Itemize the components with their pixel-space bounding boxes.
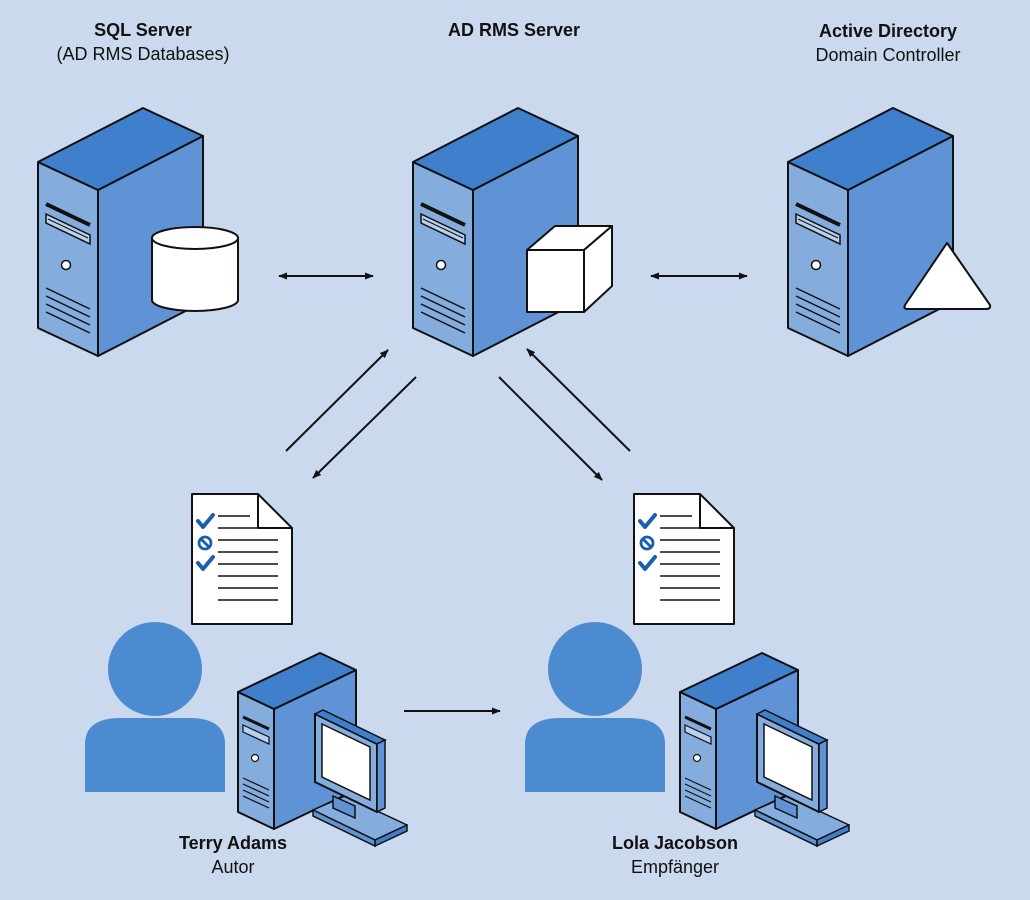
sql-server-label: SQL Server (AD RMS Databases) <box>0 18 303 66</box>
recipient-label: Lola Jacobson Empfänger <box>515 831 835 879</box>
recipient-name: Lola Jacobson <box>611 833 739 853</box>
rms-to-author-arrow <box>312 376 417 479</box>
domain-controller-tower-icon <box>786 106 955 358</box>
recipient-monitor-icon <box>754 709 850 847</box>
triangle-icon <box>903 242 992 310</box>
active-directory-label: Active Directory Domain Controller <box>728 19 1030 67</box>
rms-server-label: AD RMS Server <box>354 18 674 42</box>
author-person-icon <box>85 622 225 792</box>
rms-to-recipient-arrow <box>498 376 603 481</box>
recipient-document-icon <box>632 492 736 626</box>
rms-server-title: AD RMS Server <box>447 20 581 40</box>
recipient-role: Empfänger <box>630 857 720 877</box>
database-cylinder-icon <box>151 226 239 312</box>
sql-server-subtitle: (AD RMS Databases) <box>56 44 230 64</box>
active-directory-subtitle: Domain Controller <box>815 45 961 65</box>
author-monitor-icon <box>312 709 408 847</box>
author-role: Autor <box>211 857 255 877</box>
sql-server-title: SQL Server <box>94 20 192 40</box>
cube-icon <box>526 225 613 313</box>
recipient-to-rms-arrow <box>526 348 631 452</box>
author-name: Terry Adams <box>178 833 288 853</box>
author-document-icon <box>190 492 294 626</box>
active-directory-title: Active Directory <box>818 21 958 41</box>
author-label: Terry Adams Autor <box>73 831 393 879</box>
recipient-person-icon <box>525 622 665 792</box>
author-to-rms-arrow <box>285 349 389 452</box>
